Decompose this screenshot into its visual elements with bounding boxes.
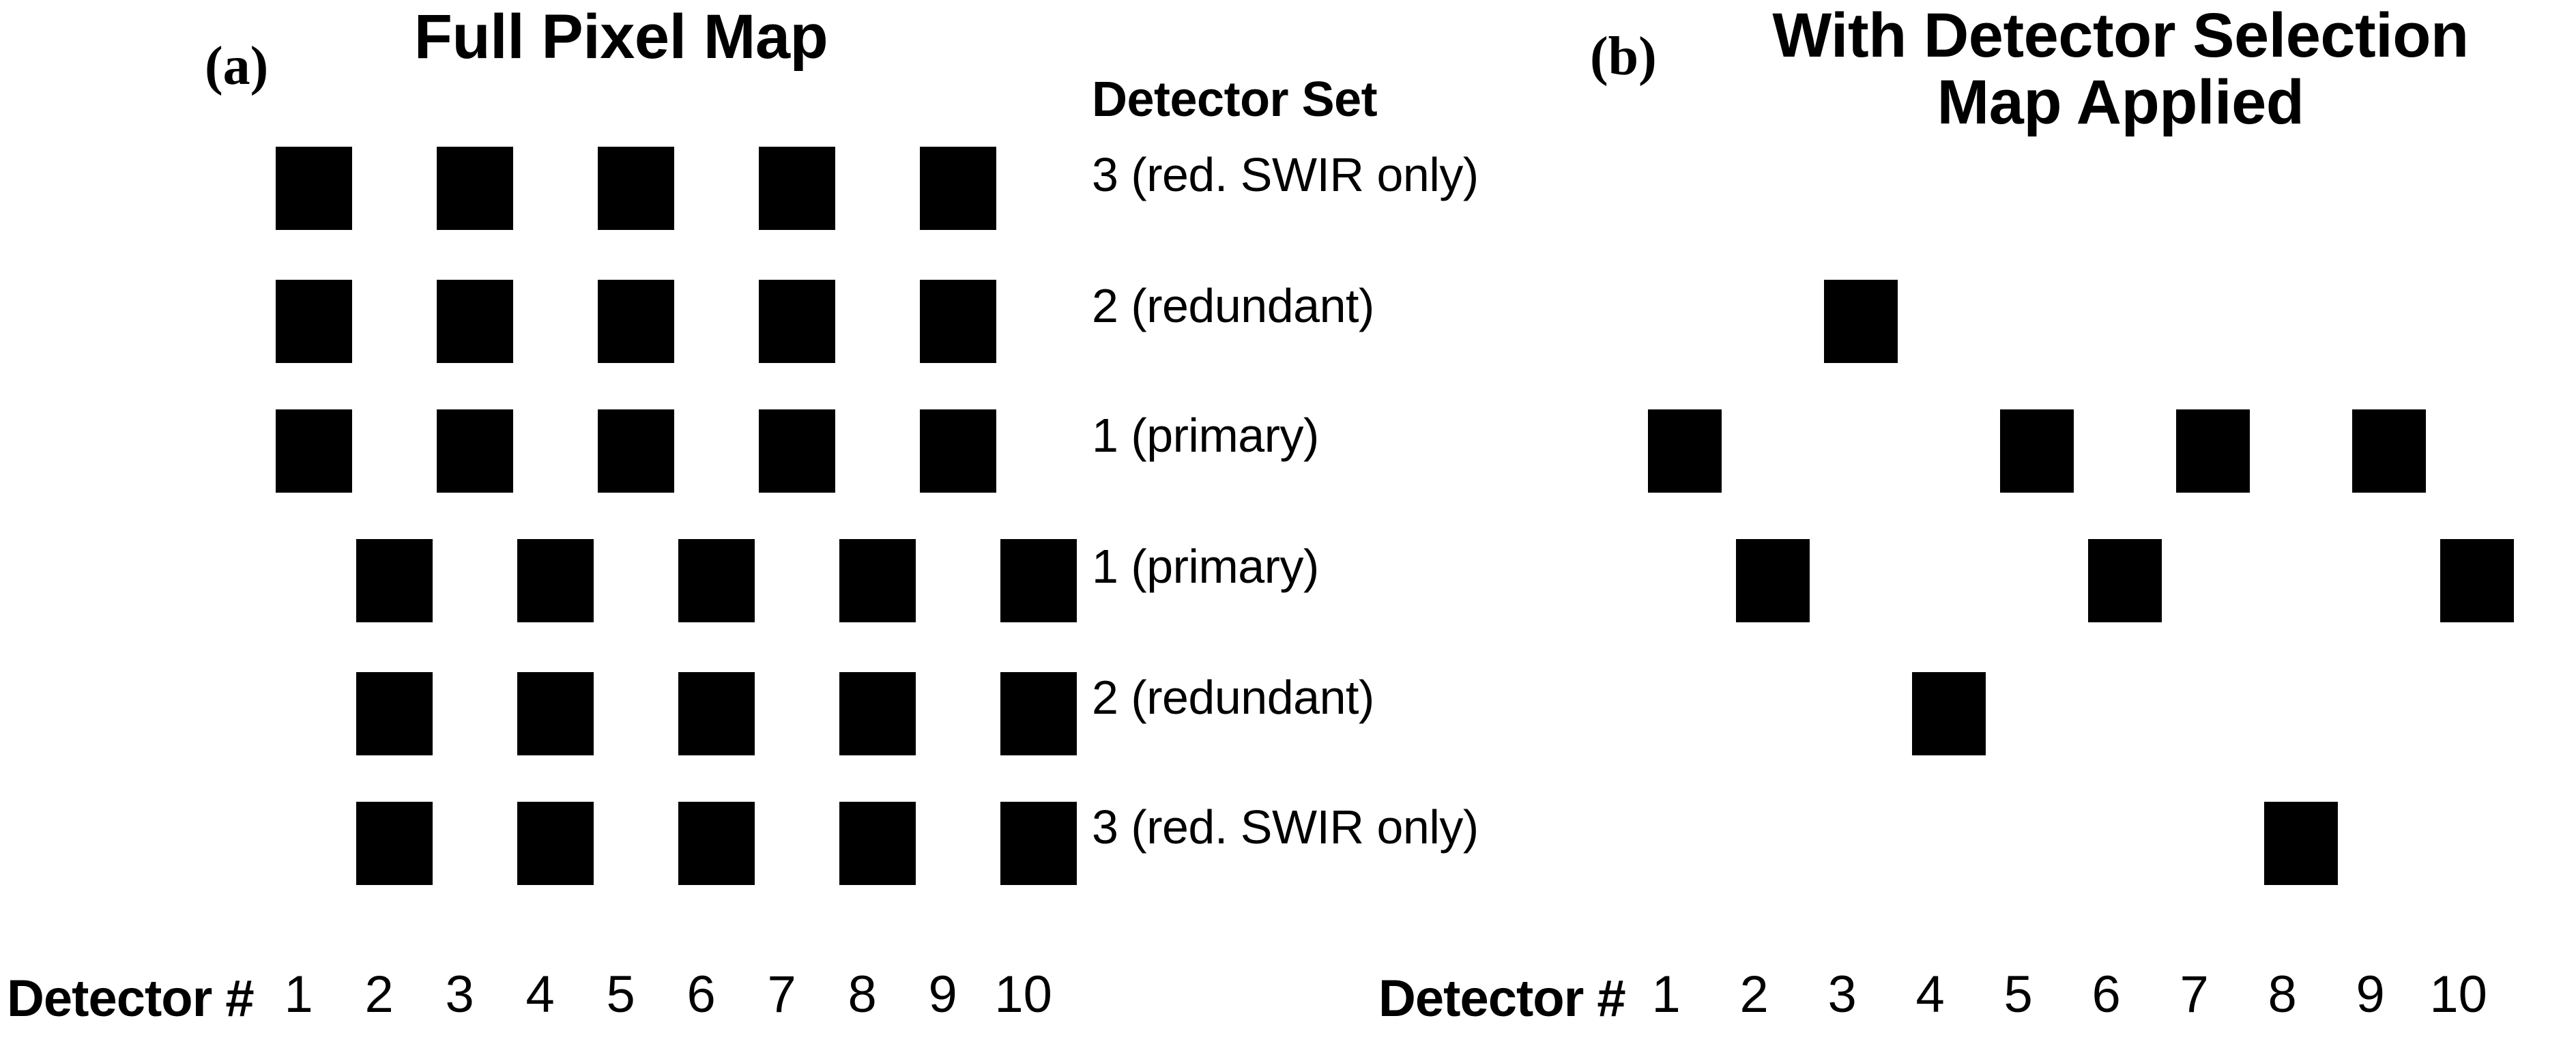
detector-axis-title-b: Detector # bbox=[1378, 969, 1626, 1028]
detector-axis-tick: 4 bbox=[525, 966, 555, 1024]
detector-axis-title-a: Detector # bbox=[7, 969, 255, 1028]
pixel-grid-selection-applied bbox=[1648, 147, 2535, 945]
detector-pixel bbox=[437, 147, 513, 230]
detector-pixel bbox=[437, 280, 513, 363]
pixel-grid-row bbox=[1648, 147, 2535, 234]
panel-title-b: With Detector Selection Map Applied bbox=[1772, 1, 2469, 137]
detector-axis-tick: 6 bbox=[686, 966, 716, 1024]
detector-set-label: 1 (primary) bbox=[1092, 409, 1319, 462]
detector-pixel bbox=[678, 802, 755, 885]
panel-tag-b: (b) bbox=[1590, 27, 1657, 87]
detector-set-label: 2 (redundant) bbox=[1092, 279, 1374, 332]
detector-pixel bbox=[1000, 539, 1077, 622]
detector-axis-tick: 7 bbox=[767, 966, 796, 1024]
detector-axis-tick: 10 bbox=[994, 966, 1052, 1024]
detector-pixel bbox=[1000, 802, 1077, 885]
detector-pixel bbox=[356, 672, 433, 755]
detector-pixel bbox=[1912, 672, 1986, 755]
pixel-grid-row bbox=[273, 672, 1077, 759]
detector-pixel bbox=[276, 147, 352, 230]
detector-pixel bbox=[759, 147, 835, 230]
detector-pixel bbox=[437, 409, 513, 493]
detector-axis-tick: 1 bbox=[284, 966, 313, 1024]
detector-axis-tick: 5 bbox=[2003, 966, 2033, 1024]
panel-tag-a: (a) bbox=[205, 36, 269, 96]
detector-set-label: 2 (redundant) bbox=[1092, 671, 1374, 724]
detector-axis-tick: 5 bbox=[606, 966, 635, 1024]
detector-axis-tick: 4 bbox=[1915, 966, 1945, 1024]
pixel-grid-row bbox=[273, 802, 1077, 889]
detector-axis-tick: 2 bbox=[1739, 966, 1769, 1024]
detector-pixel bbox=[356, 539, 433, 622]
detector-set-header: Detector Set bbox=[1092, 72, 1378, 127]
pixel-grid-row bbox=[273, 409, 1037, 497]
detector-pixel bbox=[920, 147, 996, 230]
detector-pixel bbox=[759, 280, 835, 363]
detector-pixel bbox=[678, 672, 755, 755]
detector-pixel bbox=[598, 280, 674, 363]
detector-set-label: 1 (primary) bbox=[1092, 540, 1319, 593]
detector-set-label: 3 (red. SWIR only) bbox=[1092, 800, 1479, 854]
pixel-grid-row bbox=[273, 147, 1037, 234]
detector-pixel bbox=[517, 672, 594, 755]
detector-pixel bbox=[2440, 539, 2514, 622]
pixel-grid-row bbox=[1648, 802, 2535, 889]
detector-axis-tick: 3 bbox=[445, 966, 474, 1024]
panel-title-a: Full Pixel Map bbox=[414, 2, 828, 72]
detector-pixel bbox=[276, 409, 352, 493]
detector-set-label: 3 (red. SWIR only) bbox=[1092, 148, 1479, 201]
detector-axis-tick: 9 bbox=[928, 966, 957, 1024]
detector-pixel bbox=[2088, 539, 2162, 622]
detector-axis-tick: 2 bbox=[364, 966, 394, 1024]
pixel-grid-row bbox=[1648, 672, 2535, 759]
detector-axis-tick: 7 bbox=[2180, 966, 2209, 1024]
pixel-grid-row bbox=[1648, 280, 2535, 367]
detector-axis-tick: 8 bbox=[2268, 966, 2297, 1024]
detector-pixel bbox=[2352, 409, 2426, 493]
detector-pixel bbox=[1648, 409, 1722, 493]
detector-pixel bbox=[839, 802, 916, 885]
detector-pixel bbox=[678, 539, 755, 622]
detector-axis-tick: 8 bbox=[848, 966, 877, 1024]
detector-pixel bbox=[1824, 280, 1898, 363]
detector-axis-tick: 6 bbox=[2092, 966, 2121, 1024]
detector-axis-tick: 3 bbox=[1827, 966, 1857, 1024]
detector-pixel bbox=[598, 409, 674, 493]
detector-pixel bbox=[2176, 409, 2250, 493]
detector-pixel bbox=[356, 802, 433, 885]
detector-pixel bbox=[276, 280, 352, 363]
detector-axis-tick: 9 bbox=[2356, 966, 2385, 1024]
pixel-grid-row bbox=[1648, 539, 2535, 626]
detector-pixel bbox=[839, 672, 916, 755]
detector-pixel bbox=[920, 280, 996, 363]
pixel-grid-row bbox=[273, 280, 1037, 367]
detector-pixel bbox=[920, 409, 996, 493]
detector-pixel bbox=[517, 539, 594, 622]
pixel-grid-row bbox=[273, 539, 1077, 626]
detector-axis-tick: 10 bbox=[2429, 966, 2487, 1024]
detector-pixel bbox=[598, 147, 674, 230]
detector-pixel bbox=[759, 409, 835, 493]
detector-pixel bbox=[517, 802, 594, 885]
detector-pixel bbox=[1736, 539, 1810, 622]
pixel-grid-full-map bbox=[273, 147, 1077, 945]
detector-pixel bbox=[1000, 672, 1077, 755]
detector-pixel bbox=[839, 539, 916, 622]
pixel-grid-row bbox=[1648, 409, 2535, 497]
detector-axis-tick: 1 bbox=[1651, 966, 1681, 1024]
detector-pixel bbox=[2000, 409, 2074, 493]
detector-pixel bbox=[2264, 802, 2338, 885]
